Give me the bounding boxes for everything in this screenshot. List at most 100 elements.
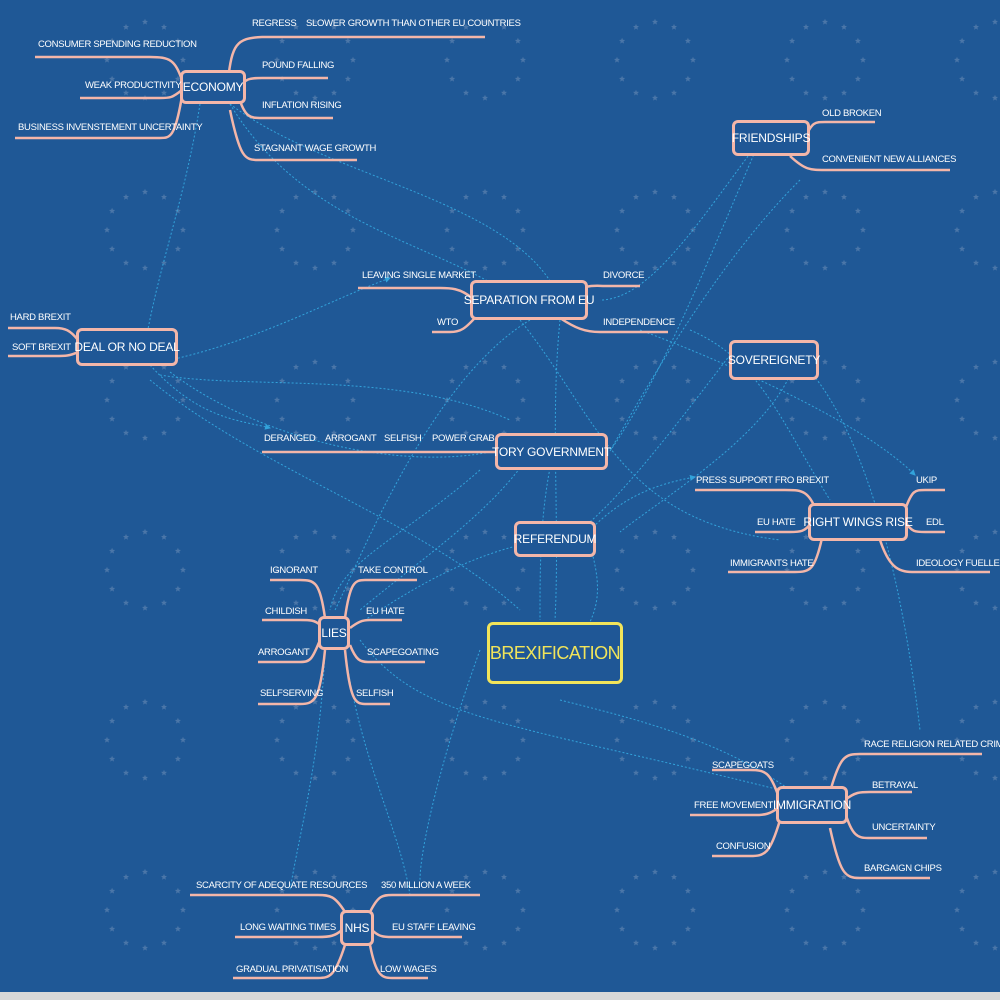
background-star	[331, 599, 337, 606]
background-star	[449, 37, 456, 44]
background-star	[463, 363, 469, 370]
background-star	[803, 429, 809, 436]
background-star	[652, 94, 658, 101]
label-selfserving: SELFSERVING	[260, 688, 324, 699]
background-star	[482, 528, 488, 535]
label-bargain-chips: BARGAIGN CHIPS	[864, 863, 942, 874]
label-immigrants-hate: IMMIGRANTS HATE	[730, 558, 814, 569]
background-star	[684, 207, 691, 214]
background-star	[684, 37, 691, 44]
background-star	[633, 429, 639, 436]
background-star	[619, 37, 626, 44]
background-star	[973, 599, 979, 606]
background-star	[123, 429, 129, 436]
node-referendum[interactable]: REFERENDUM	[514, 521, 597, 557]
label-eu-staff-leaving: EU STAFF LEAVING	[392, 922, 476, 933]
background-star	[449, 887, 456, 894]
background-star	[822, 264, 828, 271]
background-star	[973, 259, 979, 266]
label-press-support: PRESS SUPPORT FRO BREXIT	[696, 475, 829, 486]
background-star	[954, 736, 960, 743]
node-economy[interactable]: ECONOMY	[180, 70, 246, 104]
background-star	[822, 944, 828, 951]
node-lies[interactable]: LIES	[318, 616, 350, 650]
background-star	[619, 755, 626, 762]
background-star	[684, 755, 691, 762]
background-star	[293, 89, 299, 96]
background-star	[293, 363, 299, 370]
background-star	[959, 717, 966, 724]
background-star	[520, 906, 526, 913]
background-star	[633, 703, 639, 710]
background-star	[520, 56, 526, 63]
background-star	[463, 769, 469, 776]
background-star	[614, 566, 620, 573]
node-tory-government[interactable]: TORY GOVERNMENT	[492, 433, 611, 470]
node-separation-from-eu[interactable]: SEPARATION FROM EU	[464, 280, 595, 320]
background-star	[142, 944, 148, 951]
label-betrayal: BETRAYAL	[872, 780, 918, 791]
background-star	[514, 925, 521, 932]
label-eu-hate-lies: EU HATE	[366, 606, 405, 617]
node-immigration[interactable]: IMMIGRATION	[773, 786, 851, 824]
background-star	[279, 717, 286, 724]
background-star	[123, 939, 129, 946]
background-star	[331, 533, 337, 540]
label-low-wages: LOW WAGES	[380, 964, 437, 975]
node-sovereignty[interactable]: SOVEREIGNETY	[728, 340, 820, 380]
background-star	[274, 566, 280, 573]
background-star	[671, 363, 677, 370]
node-nhs[interactable]: NHS	[340, 910, 374, 946]
background-star	[841, 363, 847, 370]
background-star	[619, 717, 626, 724]
background-star	[959, 37, 966, 44]
label-gradual-privatisation: GRADUAL PRIVATISATION	[236, 964, 349, 975]
background-star	[463, 533, 469, 540]
background-star	[312, 698, 318, 705]
background-star	[803, 769, 809, 776]
background-star	[652, 698, 658, 705]
background-star	[331, 769, 337, 776]
background-star	[671, 703, 677, 710]
background-star	[854, 925, 861, 932]
background-star	[482, 944, 488, 951]
label-regress: REGRESS	[252, 18, 297, 29]
label-free-movement: FREE MOVEMENT	[694, 800, 773, 811]
background-star	[174, 207, 181, 214]
background-star	[822, 358, 828, 365]
node-friendships[interactable]: FRIENDSHIPS	[732, 120, 810, 156]
background-star	[789, 415, 796, 422]
label-arrogant-lies: ARROGANT	[258, 647, 310, 658]
background-star	[142, 434, 148, 441]
background-star	[514, 37, 521, 44]
background-star	[789, 547, 796, 554]
background-star	[331, 703, 337, 710]
background-star	[652, 264, 658, 271]
background-star	[104, 226, 110, 233]
label-independence: INDEPENDENCE	[603, 317, 675, 328]
background-star	[690, 566, 696, 573]
background-star	[279, 415, 286, 422]
background-star	[161, 259, 167, 266]
background-star	[652, 188, 658, 195]
background-star	[803, 873, 809, 880]
background-star	[514, 75, 521, 82]
background-star	[803, 599, 809, 606]
background-star	[973, 939, 979, 946]
background-star	[444, 736, 450, 743]
background-star	[463, 259, 469, 266]
node-right-wings-rise[interactable]: RIGHT WINGS RISE	[803, 503, 913, 541]
label-inflation-rising: INFLATION RISING	[262, 100, 342, 111]
background-star	[860, 56, 866, 63]
node-deal-or-no-deal[interactable]: DEAL OR NO DEAL	[74, 328, 180, 366]
background-star	[482, 264, 488, 271]
label-convenient-alliances: CONVENIENT NEW ALLIANCES	[822, 154, 957, 165]
background-star	[344, 755, 351, 762]
background-star	[784, 906, 790, 913]
central-topic-brexification[interactable]: BREXIFICATION	[487, 622, 623, 684]
background-star	[482, 358, 488, 365]
background-star	[161, 363, 167, 370]
background-star	[274, 736, 280, 743]
background-star	[174, 37, 181, 44]
